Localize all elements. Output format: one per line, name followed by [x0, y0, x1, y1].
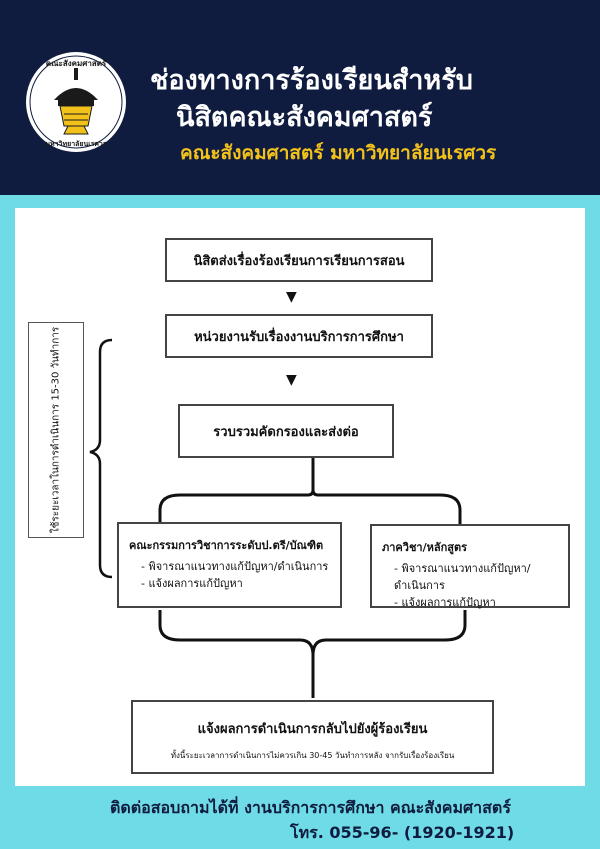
timeframe-box: ใช้ระยะเวลาในการดำเนินการ 15-30 วันทำการ [28, 322, 84, 538]
contact-text: ติดต่อสอบถามได้ที่ งานบริการการศึกษา คณะ… [110, 798, 511, 817]
left-branch-item: แจ้งผลการแก้ปัญหา [141, 575, 332, 592]
logo-top-text: คณะสังคมศาสตร์ [46, 58, 107, 68]
final-result-note: ทั้งนี้ระยะเวลาการดำเนินการไม่ควรเกิน 30… [170, 751, 455, 760]
flow-step-1-label: นิสิตส่งเรื่องร้องเรียนการเรียนการสอน [193, 253, 405, 269]
faculty-logo: คณะสังคมศาสตร์ มหาวิทยาลัยนเรศวร [26, 52, 126, 152]
page-title-line1: ช่องทางการร้องเรียนสำหรับ [150, 65, 473, 96]
flow-step-3: รวบรวมคัดกรองและส่งต่อ [178, 404, 394, 458]
timeframe-label: ใช้ระยะเวลาในการดำเนินการ 15-30 วันทำการ [50, 326, 62, 534]
final-result-box: แจ้งผลการดำเนินการกลับไปยังผู้ร้องเรียน … [131, 700, 494, 774]
right-branch-box: ภาควิชา/หลักสูตร พิจารณาแนวทางแก้ปัญหา/ด… [370, 524, 570, 611]
flow-step-2: หน่วยงานรับเรื่องงานบริการการศึกษา [165, 314, 433, 358]
phone-text: โทร. 055-96- (1920-1921) [290, 823, 515, 842]
left-branch-title: คณะกรรมการวิชาการระดับป.ตรี/บัณฑิต [129, 539, 324, 552]
left-branch-item: พิจารณาแนวทางแก้ปัญหา/ดำเนินการ [141, 558, 332, 575]
right-branch-title: ภาควิชา/หลักสูตร [382, 541, 468, 554]
page-title-line2: นิสิตคณะสังคมศาสตร์ [176, 102, 433, 133]
flow-step-2-label: หน่วยงานรับเรื่องงานบริการการศึกษา [194, 329, 404, 345]
header-banner: คณะสังคมศาสตร์ มหาวิทยาลัยนเรศวร ช่องทาง… [0, 0, 600, 195]
final-result-title: แจ้งผลการดำเนินการกลับไปยังผู้ร้องเรียน [197, 722, 428, 737]
right-branch-item: พิจารณาแนวทางแก้ปัญหา/ดำเนินการ [394, 560, 560, 594]
page-subtitle: คณะสังคมศาสตร์ มหาวิทยาลัยนเรศวร [180, 142, 497, 164]
flow-step-1: นิสิตส่งเรื่องร้องเรียนการเรียนการสอน [165, 238, 433, 282]
down-arrow-icon: ▼ [286, 289, 297, 305]
flow-step-3-label: รวบรวมคัดกรองและส่งต่อ [213, 424, 359, 440]
logo-bottom-text: มหาวิทยาลัยนเรศวร [45, 140, 106, 148]
down-arrow-icon: ▼ [286, 372, 297, 388]
right-branch-item: แจ้งผลการแก้ปัญหา [394, 594, 560, 611]
left-branch-box: คณะกรรมการวิชาการระดับป.ตรี/บัณฑิต พิจาร… [117, 522, 342, 608]
